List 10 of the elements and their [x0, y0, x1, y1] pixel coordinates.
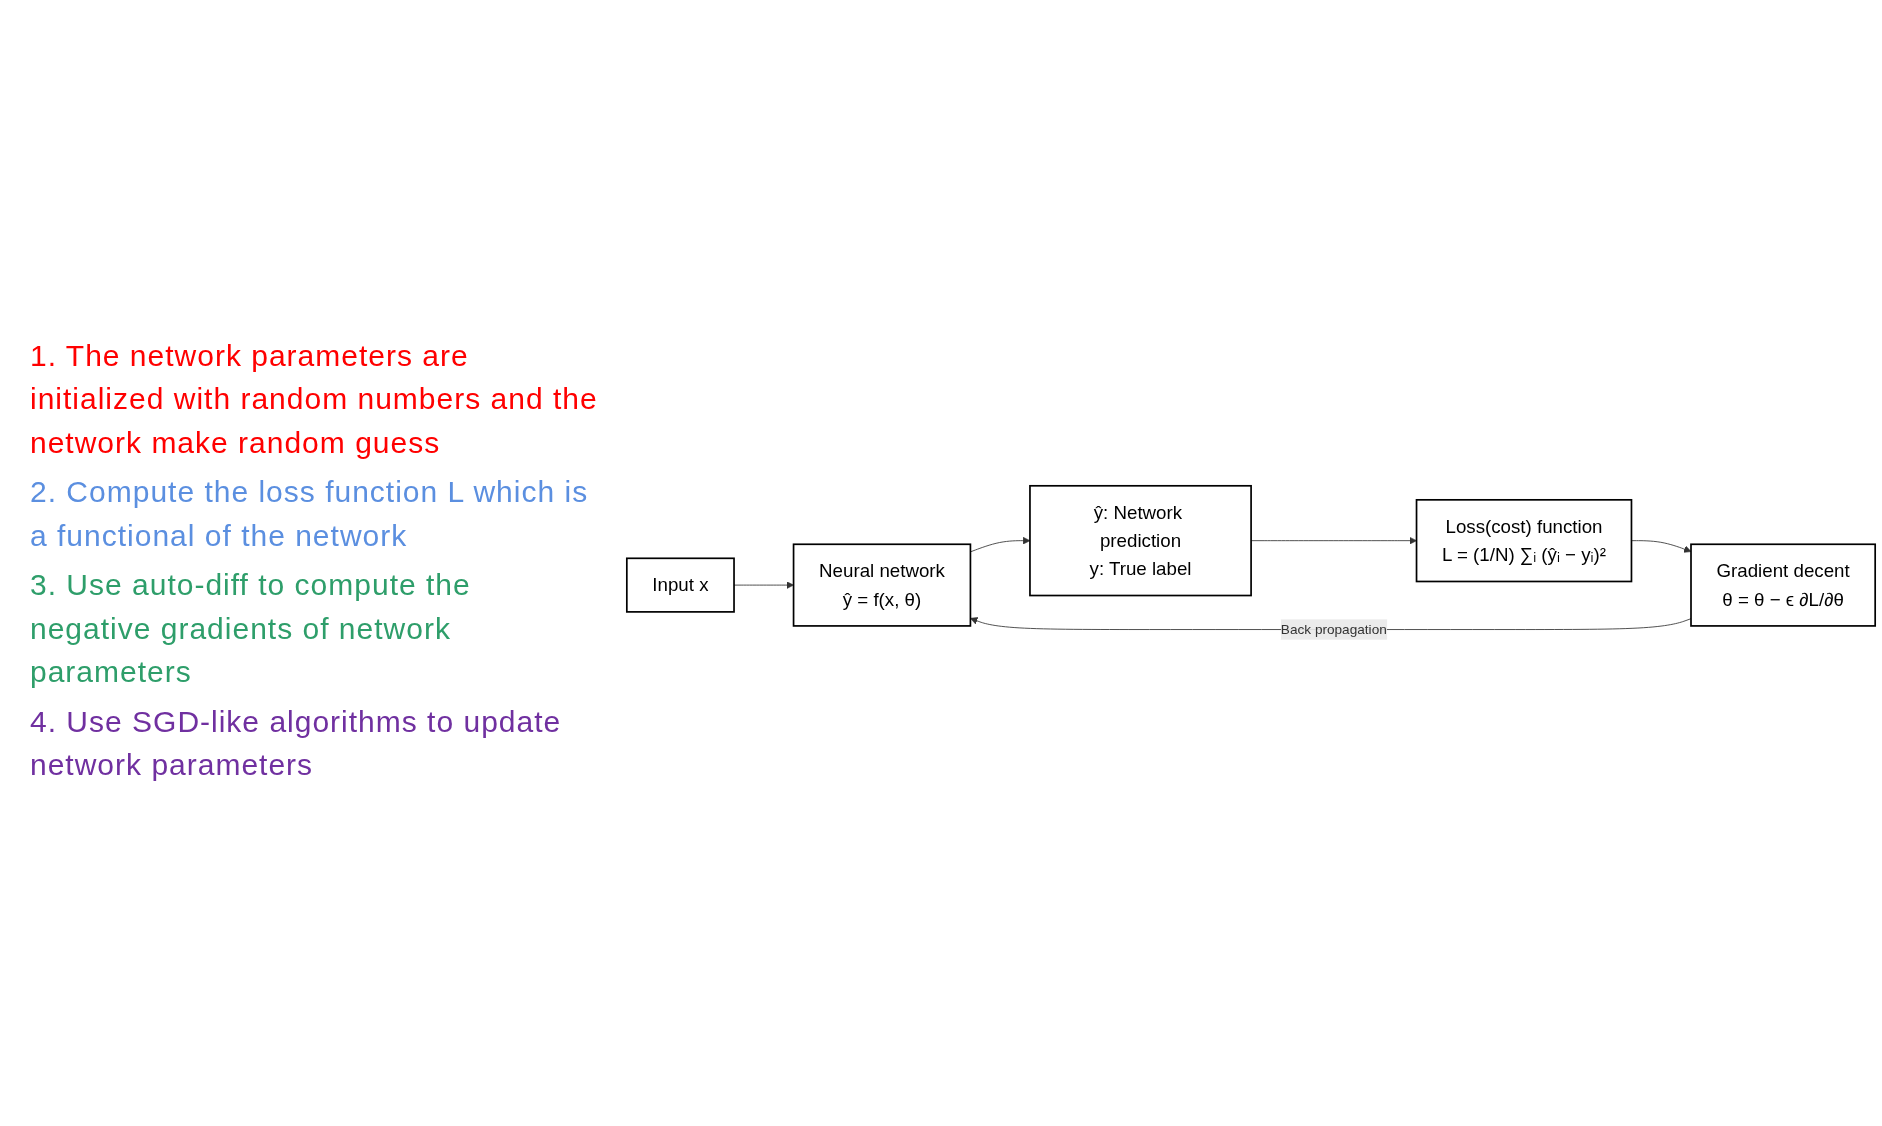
node-box: Gradient decent θ = θ − ϵ ∂L/∂θ	[1690, 543, 1877, 627]
step-note: 2. Compute the loss function L which is a functional of the network	[30, 474, 590, 554]
node-box: Loss(cost) function L = (1/N) ∑ᵢ (ŷᵢ − yᵢ)²	[1415, 499, 1633, 583]
node-box: ŷ: Network prediction y: True label	[1029, 485, 1252, 597]
step-note: 3. Use auto-diff to compute the negative gradients of network parameters	[30, 567, 472, 690]
node-box: Input x	[626, 557, 735, 613]
node-box: Neural network ŷ = f(x, θ)	[792, 543, 972, 627]
edge-label: Back propagation	[1280, 622, 1387, 637]
step-note: 1. The network parameters are initialized with random numbers and the network make random guess	[30, 337, 599, 461]
step-note: 4. Use SGD-like algorithms to update network parameters	[30, 703, 563, 783]
